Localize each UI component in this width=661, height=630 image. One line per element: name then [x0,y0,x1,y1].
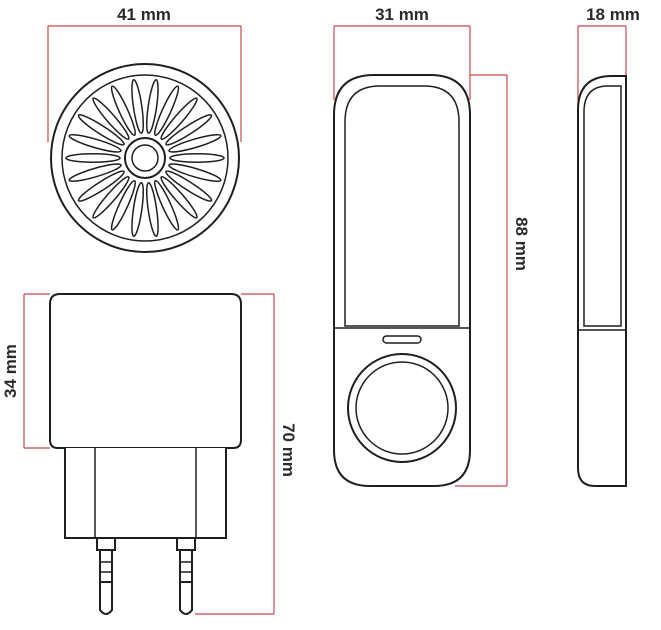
petal-vent [131,181,145,237]
plug-body-height-dimension: 34 mm [1,293,50,449]
petal-vent [92,175,130,219]
front-dial-outer [347,353,457,463]
petal-vent-pattern [65,79,225,237]
petal-vent [165,170,213,202]
plug-total-height-label: 70 mm [279,423,298,477]
petal-vent [169,153,225,163]
front-window [344,85,460,327]
petal-vent [92,97,130,141]
plug-pin-right [176,537,196,615]
center-button-inner [131,144,159,172]
petal-vent [154,85,180,137]
side-view-depth-dimension: 18 mm [577,5,640,110]
plug-body-height-label: 34 mm [1,344,20,398]
petal-vent [145,79,159,135]
front-view-width-label: 31 mm [375,5,429,24]
front-dial-inner [355,361,449,455]
top-view-width-label: 41 mm [117,5,171,24]
side-window-recess [583,85,622,327]
top-view-width-dimension: 41 mm [47,5,242,142]
side-view-depth-label: 18 mm [586,5,640,24]
plug-main-body [49,293,242,449]
plug-base [64,448,227,539]
petal-vent [68,133,122,153]
petal-vent [110,179,136,231]
petal-vent [65,153,121,163]
petal-vent [77,170,125,202]
petal-vent [160,97,198,141]
inner-ring [61,74,229,242]
petal-vent [145,181,159,237]
front-indicator-slot [382,335,422,344]
plug-pin-left [96,537,116,615]
petal-vent [165,114,213,146]
side-body-outline [577,75,627,487]
plug-view: 34 mm 70 mm [1,293,298,615]
petal-vent [160,175,198,219]
petal-vent [131,79,145,135]
petal-vent [77,114,125,146]
petal-vent [168,163,222,183]
petal-vent [168,133,222,153]
front-view-width-dimension: 31 mm [333,5,471,100]
center-button-outer [124,137,166,179]
front-view: 31 mm 88 mm [333,5,531,487]
side-view: 18 mm [577,5,640,487]
front-view-height-label: 88 mm [512,217,531,271]
top-view: 41 mm [47,5,242,253]
front-view-height-dimension: 88 mm [455,74,531,487]
petal-vent [68,163,122,183]
petal-vent [110,85,136,137]
petal-vent [154,179,180,231]
plug-total-height-dimension: 70 mm [195,293,298,615]
